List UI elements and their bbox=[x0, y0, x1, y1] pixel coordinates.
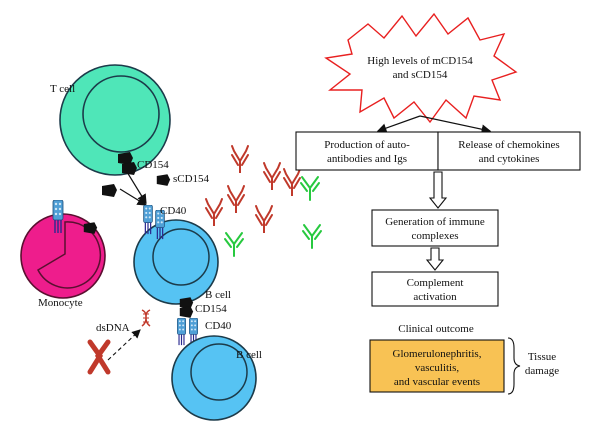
production-box bbox=[295, 131, 439, 171]
production-line-1: Production of auto- bbox=[324, 139, 410, 151]
production-line-2: antibodies and Igs bbox=[327, 153, 407, 165]
b-cell-lower-label: B cell bbox=[236, 349, 262, 361]
t-cell-label: T cell bbox=[50, 83, 75, 95]
chromosome-icon bbox=[87, 339, 111, 375]
receptor-on-monocyte bbox=[52, 200, 64, 234]
t-cell bbox=[59, 64, 171, 176]
arrow-star-to-production bbox=[376, 115, 421, 133]
tissue-damage-brace bbox=[507, 337, 521, 395]
antibody-icon bbox=[205, 198, 223, 226]
b-cell-upper bbox=[133, 219, 219, 305]
b-cell-lower bbox=[171, 335, 257, 421]
cd154-junction-2 bbox=[179, 306, 194, 318]
antibody-icon bbox=[231, 145, 249, 173]
b-cell-upper-label: B cell bbox=[205, 289, 231, 301]
antibody-icon bbox=[263, 162, 281, 190]
antibody-icon bbox=[283, 168, 301, 196]
immune-line-1: Generation of immune bbox=[385, 216, 485, 228]
cd40-top-label: CD40 bbox=[160, 205, 187, 217]
scd154-molecule bbox=[156, 174, 171, 186]
release-box bbox=[437, 131, 581, 171]
soluble-cd154-fragment bbox=[102, 184, 117, 197]
outcome-line-1: Glomerulonephritis, bbox=[393, 348, 482, 360]
outcome-box bbox=[369, 339, 505, 393]
clinical-outcome-label: Clinical outcome bbox=[398, 323, 474, 335]
star-line-1: High levels of mCD154 bbox=[367, 55, 473, 67]
hollow-arrow-1 bbox=[428, 171, 448, 209]
cd154-top-label: CD154 bbox=[137, 159, 169, 171]
release-line-1: Release of chemokines bbox=[458, 139, 559, 151]
antibody-icon bbox=[300, 176, 320, 201]
cd40-receptor-3 bbox=[176, 318, 187, 346]
complement-line-1: Complement bbox=[407, 277, 464, 289]
outcome-line-3: and vascular events bbox=[394, 376, 480, 388]
star-line-2: and sCD154 bbox=[393, 69, 448, 81]
dsdna-icon bbox=[141, 309, 151, 327]
release-line-2: and cytokines bbox=[479, 153, 540, 165]
cd154-bottom-label: CD154 bbox=[195, 303, 227, 315]
monocyte bbox=[20, 213, 106, 299]
scd154-label: sCD154 bbox=[173, 173, 210, 185]
arrow-cd154-to-cd40 bbox=[126, 171, 147, 205]
antibody-icon bbox=[255, 205, 273, 233]
antibody-icon bbox=[302, 224, 322, 249]
cd40-receptor-1 bbox=[142, 205, 154, 235]
outcome-line-2: vasculitis, bbox=[415, 362, 460, 374]
cd154-near-monocyte bbox=[83, 222, 98, 234]
starburst-high-levels bbox=[324, 12, 518, 124]
complement-line-2: activation bbox=[413, 291, 457, 303]
immune-complexes-box bbox=[371, 209, 499, 247]
arrow-star-to-release bbox=[419, 115, 492, 134]
tissue-damage-line-1: Tissue bbox=[528, 351, 556, 363]
dsdna-arrow bbox=[107, 329, 141, 361]
hollow-arrow-2 bbox=[425, 247, 445, 271]
immune-line-2: complexes bbox=[411, 230, 458, 242]
antibody-icon bbox=[227, 185, 245, 213]
cd154-on-t-cell-2 bbox=[122, 162, 137, 175]
dsdna-label: dsDNA bbox=[96, 322, 130, 334]
tissue-damage-line-2: damage bbox=[525, 365, 559, 377]
cd40-bottom-label: CD40 bbox=[205, 320, 232, 332]
monocyte-label: Monocyte bbox=[38, 297, 83, 309]
complement-box bbox=[371, 271, 499, 307]
antibody-icon bbox=[224, 232, 244, 257]
